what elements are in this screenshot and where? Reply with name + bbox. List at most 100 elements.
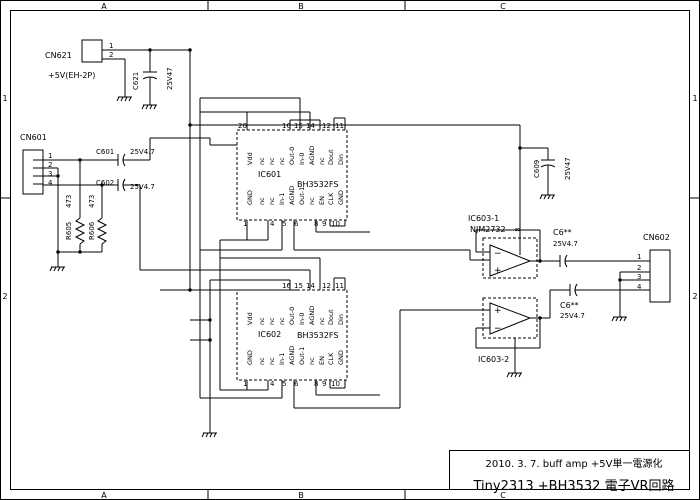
ic601-pinname-in0: In-0 <box>298 152 306 165</box>
c6a-value: 25V4.7 <box>553 240 578 248</box>
ic602-pinname-out1: Out-1 <box>298 347 306 365</box>
ic602-pinname-nc6: nc <box>268 357 276 365</box>
ic601-pin-16: 16 <box>282 122 291 130</box>
ic602-pin-16: 16 <box>282 282 291 290</box>
cn621-pin1: 1 <box>109 42 113 50</box>
ic602-pinname-agnd2: AGND <box>288 346 296 365</box>
ic602-pinname-nc3: nc <box>278 317 286 325</box>
input-capacitors: C601 25V4.7 C602 25V4.7 <box>96 137 230 271</box>
ic602-pinname-gnd2: GND <box>337 350 345 365</box>
ic603-2-opamp: IC603-2 + − <box>475 297 550 378</box>
c6b-value: 25V4.7 <box>560 312 585 320</box>
ic601-pinname-gnd: GND <box>246 190 254 205</box>
cn621-note: +5V(EH-2P) <box>48 71 95 80</box>
ic601-pinname-vdd: Vdd <box>246 152 254 165</box>
cn602-pin1: 1 <box>637 253 641 261</box>
r605-ref: R605 <box>65 222 73 240</box>
output-capacitors: C6** 25V4.7 C6** 25V4.7 <box>549 228 640 320</box>
row-label-2-right: 2 <box>692 292 697 301</box>
ic601-pinname-din: Din <box>337 154 345 165</box>
ic602-pinname-agnd: AGND <box>308 306 316 325</box>
ic602-ref: IC602 <box>258 330 281 339</box>
ic602-part: BH3532FS <box>297 331 338 340</box>
c621-value: 25V47 <box>166 67 174 90</box>
ic601-bh3532fs: IC601 BH3532FS 20 16 15 14 12 11 Vdd nc … <box>236 122 348 228</box>
cn601-pin4: 4 <box>48 179 53 187</box>
title-date-line: 2010. 3. 7. buff amp +5V単一電源化 <box>485 459 663 470</box>
ic602-pin-11: 11 <box>335 282 344 290</box>
ic602-pinname-in0: In-0 <box>298 312 306 325</box>
svg-text:−: − <box>494 249 502 259</box>
c621-ref: C621 <box>132 72 140 90</box>
ic601-pinname-clk: CLK <box>327 192 335 205</box>
cn621-pin2: 2 <box>109 51 113 59</box>
c602-ref: C602 <box>96 179 114 187</box>
input-resistors: R605 473 R606 473 <box>56 158 108 254</box>
ic602-pin-6: 6 <box>294 380 299 388</box>
c601-ref: C601 <box>96 148 114 156</box>
ic601-pinname-agnd2: AGND <box>288 186 296 205</box>
title-block: 2010. 3. 7. buff amp +5V単一電源化 Tiny2313 +… <box>449 450 699 499</box>
ic601-pin-4: 4 <box>270 220 275 228</box>
ic602-pinname-clk: CLK <box>327 352 335 365</box>
ic601-pinname-out0: Out-0 <box>288 147 296 165</box>
ic602-pinname-nc5: nc <box>258 357 266 365</box>
svg-text:−: − <box>494 324 502 334</box>
ic601-pin-12: 12 <box>322 122 331 130</box>
row-label-1-left: 1 <box>2 94 7 103</box>
r605-value: 473 <box>65 195 73 208</box>
ic602-pinname-vdd: Vdd <box>246 312 254 325</box>
ic601-pinname-out1: Out-1 <box>298 187 306 205</box>
col-label-b-bottom: B <box>298 491 304 500</box>
cn621-connector: CN621 +5V(EH-2P) 1 2 <box>45 39 190 102</box>
ic602-pinname-nc1: nc <box>258 317 266 325</box>
col-label-c-bottom: C <box>500 491 506 500</box>
ic601-pinname-gnd2: GND <box>337 190 345 205</box>
ic601-pin-5: 5 <box>282 220 286 228</box>
ic603-2-ref: IC603-2 <box>478 355 509 364</box>
col-label-b-top: B <box>298 2 304 11</box>
svg-text:+: + <box>494 266 502 276</box>
ic601-pin-9: 9 <box>322 220 326 228</box>
row-label-1-right: 1 <box>692 94 697 103</box>
ic602-pinname-nc4: nc <box>318 317 326 325</box>
cn602-pin3: 3 <box>637 273 641 281</box>
cn601-ref: CN601 <box>20 133 47 142</box>
cn601-pin1: 1 <box>48 152 52 160</box>
ic602-pinname-out0: Out-0 <box>288 307 296 325</box>
ic601-pinname-nc4: nc <box>318 157 326 165</box>
ic601-wiring <box>199 97 490 261</box>
ic601-pin-15: 15 <box>294 122 303 130</box>
ic602-pinname-nc2: nc <box>268 317 276 325</box>
ic601-pinname-nc6: nc <box>268 197 276 205</box>
cn621-ref: CN621 <box>45 51 72 60</box>
ic601-pin-20: 20 <box>238 122 247 130</box>
ic602-pin-15: 15 <box>294 282 303 290</box>
ic602-pin-4: 4 <box>270 380 275 388</box>
r606-ref: R606 <box>88 221 96 240</box>
ic601-part: BH3532FS <box>297 180 338 189</box>
vcc-rail: C609 25V47 <box>188 48 572 290</box>
ic602-bh3532fs: IC602 BH3532FS 16 15 14 12 11 Vdd nc nc … <box>236 282 348 388</box>
ic601-pin-14: 14 <box>306 122 315 130</box>
ic601-pinname-in1: In-1 <box>278 192 286 205</box>
ic601-pinname-agnd: AGND <box>308 146 316 165</box>
c621-capacitor: C621 25V47 <box>132 50 174 110</box>
ic601-pinname-nc7: nc <box>308 197 316 205</box>
title-block-border <box>449 450 690 490</box>
ic603-1-opamp: IC603-1 NJM2732 ∞ − + <box>468 214 560 279</box>
cn602-pin2: 2 <box>637 264 641 272</box>
ic603-1-ref: IC603-1 <box>468 214 499 223</box>
ic601-pinname-nc2: nc <box>268 157 276 165</box>
ic602-pin-10: 10 <box>331 380 340 388</box>
col-label-a-top: A <box>101 2 107 11</box>
ic602-wiring <box>160 240 490 438</box>
c602-value: 25V4.7 <box>130 183 155 191</box>
r606-value: 473 <box>88 195 96 208</box>
ic602-pin-12: 12 <box>322 282 331 290</box>
row-label-2-left: 2 <box>2 292 7 301</box>
c609-ref: C609 <box>533 160 541 178</box>
ic602-pinname-en: EN <box>318 356 326 365</box>
ic601-pinname-en: EN <box>318 196 326 205</box>
title-main-line: Tiny2313 +BH3532 電子VR回路 <box>473 479 675 494</box>
